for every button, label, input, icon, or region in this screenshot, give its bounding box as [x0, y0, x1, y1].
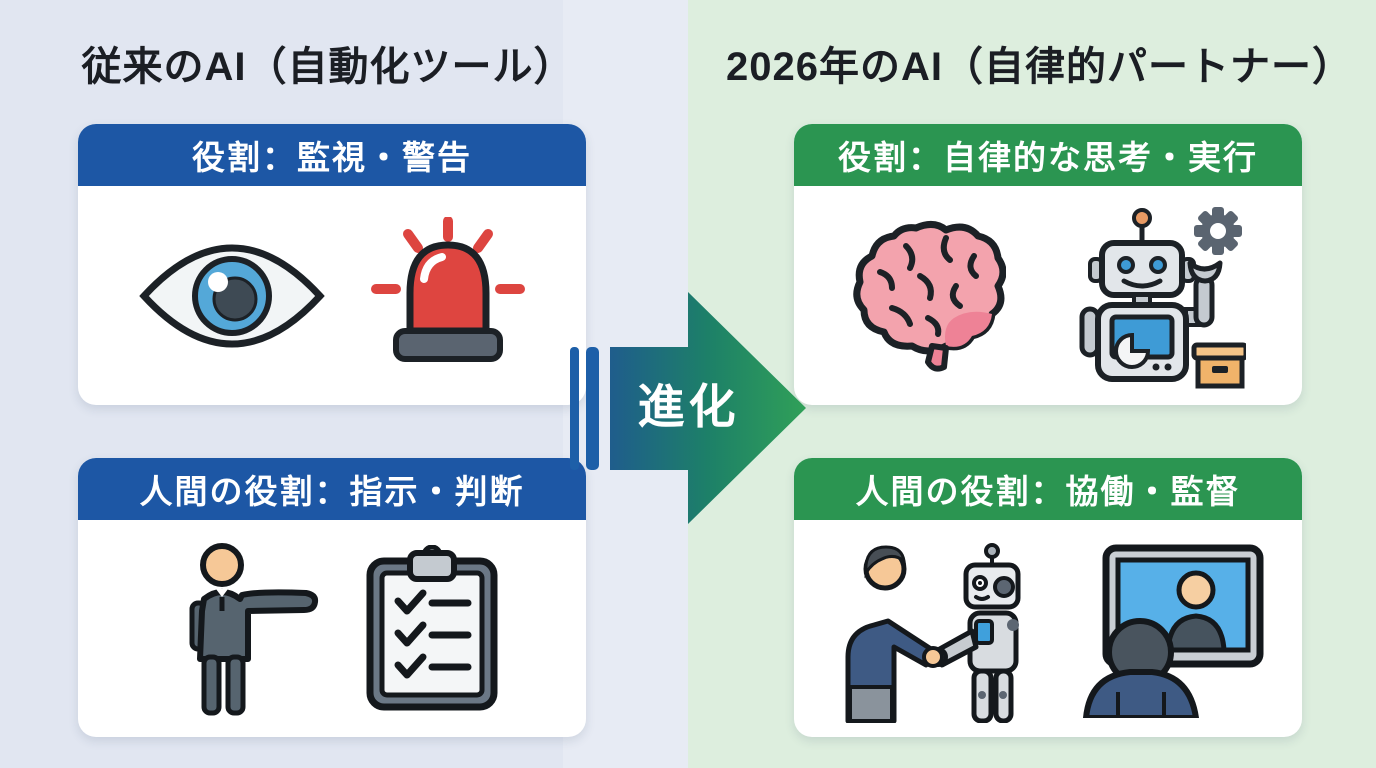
human-robot-handshake-icon [845, 542, 1021, 723]
card-future-ai-role: 役割：自律的な思考・実行 [794, 124, 1302, 405]
checklist-clipboard-icon [366, 544, 498, 710]
left-panel-title: 従来のAI（自動化ツール） [81, 45, 575, 89]
brain-icon [853, 220, 1006, 372]
evolution-arrow [570, 292, 806, 524]
eye-icon [139, 243, 325, 348]
card-body [794, 186, 1302, 405]
card-traditional-ai-role: 役割：監視・警告 [78, 124, 586, 405]
card-header: 役割：自律的な思考・実行 [794, 124, 1302, 186]
right-panel-title: 2026年のAI（自律的パートナー） [726, 45, 1353, 89]
card-header: 人間の役割：指示・判断 [78, 458, 586, 520]
card-body [78, 520, 586, 737]
card-header: 役割：監視・警告 [78, 124, 586, 186]
card-body [78, 186, 586, 405]
speed-bar-icon [586, 347, 599, 470]
arrow-shape [610, 292, 806, 524]
pointing-person-icon [189, 542, 319, 715]
card-traditional-human-role: 人間の役割：指示・判断 [78, 458, 586, 737]
siren-icon [371, 216, 525, 362]
card-header: 人間の役割：協働・監督 [794, 458, 1302, 520]
card-body [794, 520, 1302, 737]
card-future-human-role: 人間の役割：協働・監督 [794, 458, 1302, 737]
video-monitor-icon [1082, 544, 1264, 718]
evolution-arrow-label: 進化 [637, 380, 740, 433]
robot-gear-icon [1079, 206, 1246, 388]
speed-bar-icon [570, 347, 579, 470]
